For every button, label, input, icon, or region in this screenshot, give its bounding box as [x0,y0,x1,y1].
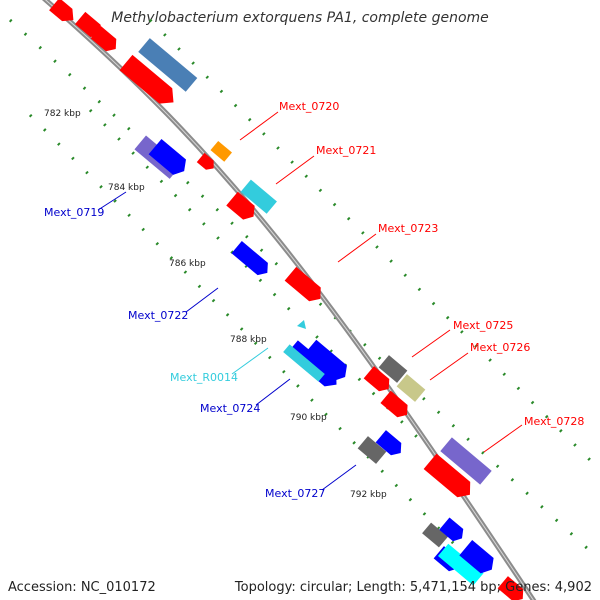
gene-arrow[interactable] [75,11,107,42]
label-leader-lines [97,111,523,491]
gene-block[interactable] [357,436,387,464]
gene-arrow[interactable] [49,0,78,26]
gene-arrow[interactable] [226,191,259,224]
tick-label: 790 kbp [290,413,327,423]
accession-label: Accession: NC_010172 [8,580,156,595]
gene-arrow[interactable] [439,517,467,544]
gene-label-mext-0719[interactable]: Mext_0719 [44,206,104,219]
gene-label-mext-0726[interactable]: Mext_0726 [470,341,530,354]
gene-arrow[interactable] [459,540,498,577]
gene-block[interactable] [138,38,198,92]
rna-marker[interactable] [297,320,306,329]
gene-block[interactable] [440,437,492,485]
gene-label-mext-0727[interactable]: Mext_0727 [265,487,325,500]
genome-summary: Topology: circular; Length: 5,471,154 bp… [234,580,592,595]
gene-arrow[interactable] [119,54,180,110]
gene-block[interactable] [240,179,277,214]
gene-block[interactable] [438,543,484,586]
gene-block[interactable] [396,374,426,402]
gene-arrow[interactable] [303,339,351,385]
gene-features [49,0,528,600]
dotted-guide-tracks [8,18,600,562]
gene-label-mext-0722[interactable]: Mext_0722 [128,309,188,322]
gene-block[interactable] [283,344,325,382]
tick-label: 792 kbp [350,490,387,500]
gene-label-mext-0728[interactable]: Mext_0728 [524,415,584,428]
tick-label: 788 kbp [230,335,267,345]
gene-arrow[interactable] [231,241,273,279]
genome-backbone [41,0,537,600]
gene-block[interactable] [422,522,448,548]
gene-arrow[interactable] [380,390,412,421]
gene-arrow[interactable] [497,576,528,600]
gene-arrow[interactable] [363,366,394,395]
gene-arrow[interactable] [196,152,218,173]
map-title: Methylobacterium extorquens PA1, complet… [111,10,489,26]
gene-label-mext-0725[interactable]: Mext_0725 [453,319,513,332]
gene-block[interactable] [378,355,408,383]
gene-labels: Mext_0720 Mext_0721 Mext_0723 Mext_0725 … [44,100,584,500]
gene-arrow[interactable] [148,138,191,179]
gene-block[interactable] [210,140,232,162]
gene-arrow[interactable] [375,430,406,459]
gene-label-mext-r0014[interactable]: Mext_R0014 [170,371,238,384]
tick-label: 786 kbp [169,259,206,269]
tick-label: 784 kbp [108,183,145,193]
gene-label-mext-0723[interactable]: Mext_0723 [378,222,438,235]
gene-label-mext-0721[interactable]: Mext_0721 [316,144,376,157]
gene-arrow[interactable] [90,26,121,55]
tick-label: 782 kbp [44,109,81,119]
gene-arrow[interactable] [423,453,477,503]
gene-arrow[interactable] [284,266,326,306]
gene-label-mext-0720[interactable]: Mext_0720 [279,100,339,113]
gene-label-mext-0724[interactable]: Mext_0724 [200,402,260,415]
tick-labels: 782 kbp 784 kbp 786 kbp 788 kbp 790 kbp … [44,109,387,500]
